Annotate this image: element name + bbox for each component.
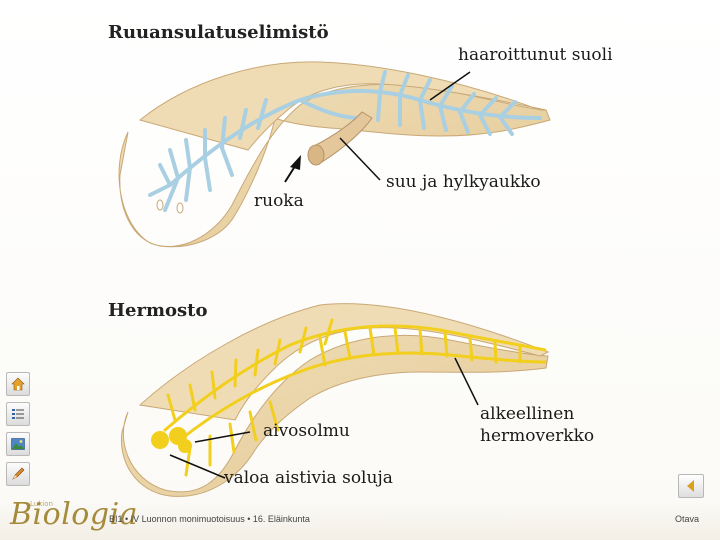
publisher: Otava — [675, 514, 700, 524]
label-branched-gut: haaroittunut suoli — [458, 45, 613, 65]
arrow-left-icon — [687, 480, 694, 492]
label-nerve-net-2: hermoverkko — [480, 426, 595, 446]
nervous-title: Hermosto — [108, 300, 208, 321]
list-icon — [12, 409, 24, 419]
brand-small: Lukion — [30, 500, 53, 508]
home-button[interactable] — [6, 372, 30, 396]
brand-logo: Biologia — [10, 497, 139, 532]
label-food: ruoka — [254, 191, 304, 211]
digestive-worm — [118, 61, 551, 248]
digestive-title: Ruuansulatuselimistö — [108, 22, 329, 43]
pharynx — [309, 111, 373, 163]
label-mouth: suu ja hylkyaukko — [386, 172, 541, 192]
worm-body-top — [118, 83, 551, 248]
contents-button[interactable] — [6, 402, 30, 426]
ganglion-shape — [151, 427, 192, 453]
label-eyespots: valoa aistivia soluja — [224, 468, 393, 488]
label-ganglion: aivosolmu — [263, 421, 350, 441]
gut-branches — [148, 70, 542, 212]
footer-bar — [0, 500, 720, 540]
nervous-worm — [120, 303, 550, 497]
images-button[interactable] — [6, 432, 30, 456]
nerve-cords — [163, 318, 547, 477]
worm-body-bottom — [120, 334, 549, 497]
home-icon — [11, 377, 25, 391]
pencil-icon — [12, 467, 25, 480]
footer-text: BI1 • IV Luonnon monimuotoisuus • 16. El… — [109, 514, 310, 524]
image-icon — [11, 438, 25, 450]
back-button[interactable] — [678, 474, 704, 498]
exercises-button[interactable] — [6, 462, 30, 486]
label-nerve-net-1: alkeellinen — [480, 404, 575, 424]
